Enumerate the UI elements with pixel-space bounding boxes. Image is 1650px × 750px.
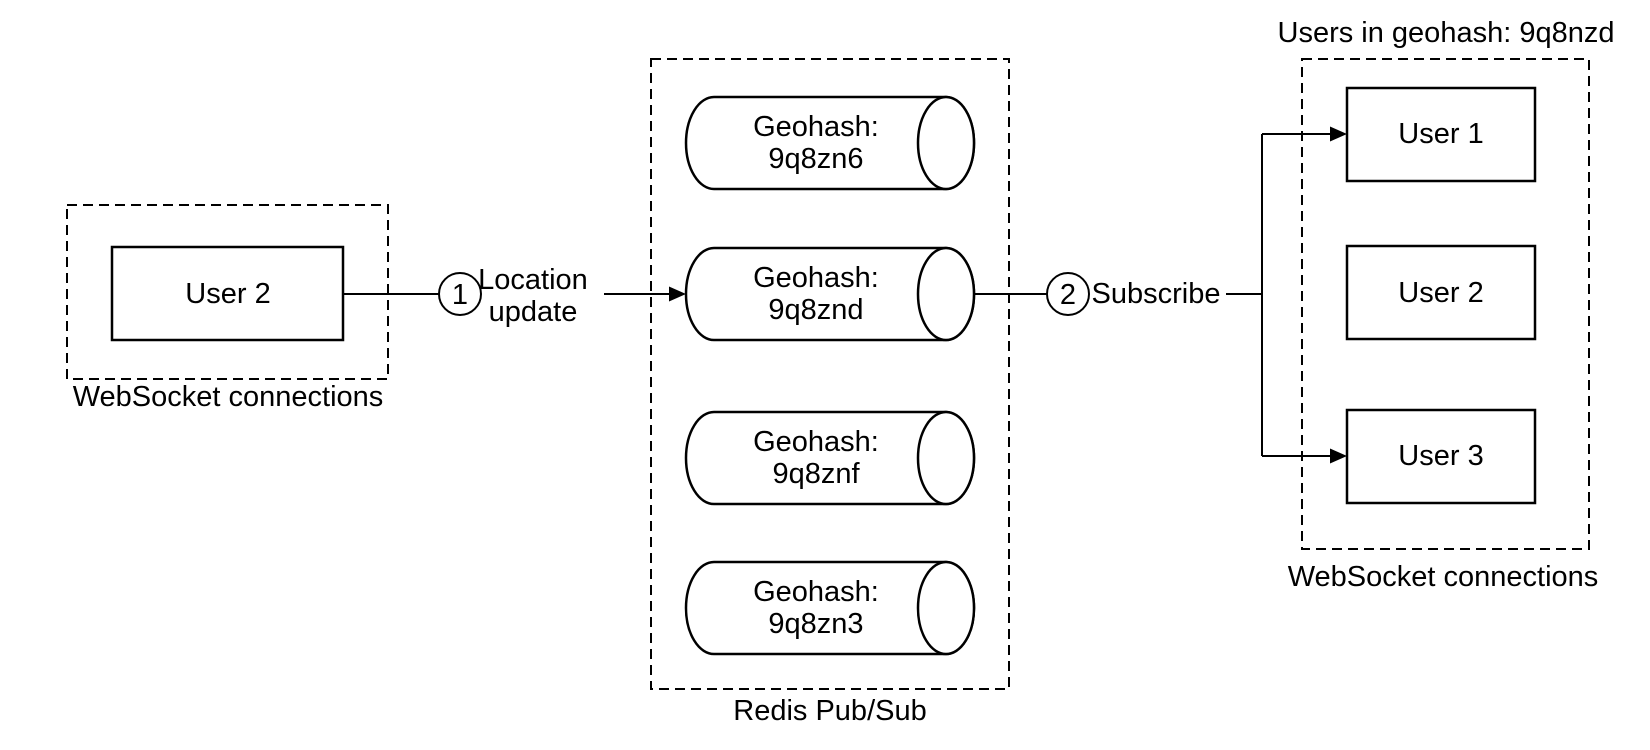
step1-label-line1: Location xyxy=(478,264,588,296)
redis-channel-3: Geohash: 9q8znf xyxy=(684,410,976,506)
cylinder-end-cap xyxy=(916,560,976,656)
cylinder-end-cap xyxy=(916,246,976,342)
right-user3-label: User 3 xyxy=(1398,440,1483,472)
step1-location-update-connector: 1 Location update xyxy=(343,264,686,328)
right-user3-box xyxy=(1345,408,1537,505)
step2-arrowhead-user3-icon xyxy=(1330,448,1347,464)
right-user1-box xyxy=(1345,86,1537,183)
right-websocket-container xyxy=(1301,58,1590,550)
channel-label-line2: 9q8zn3 xyxy=(768,608,863,640)
cylinder-end-cap xyxy=(916,410,976,506)
channel-label-line1: Geohash: xyxy=(753,576,879,608)
left-user2-label: User 2 xyxy=(185,278,270,310)
redis-channel-2: Geohash: 9q8znd xyxy=(684,246,976,342)
redis-channel-4: Geohash: 9q8zn3 xyxy=(684,560,976,656)
step1-label-line2: update xyxy=(489,296,578,328)
step2-badge-number: 2 xyxy=(1060,279,1076,311)
channel-label-line2: 9q8zn6 xyxy=(768,143,863,175)
redis-channel-1: Geohash: 9q8zn6 xyxy=(684,95,976,191)
step1-badge-circle xyxy=(438,272,482,316)
right-websocket-group: Users in geohash: 9q8nzd User 1 User 2 U… xyxy=(1278,17,1615,593)
channel-label-line2: 9q8znf xyxy=(772,458,860,490)
redis-pubsub-group: Geohash: 9q8zn6 Geohash: 9q8znd Geohash:… xyxy=(650,58,1010,727)
step2-subscribe-connector: 2 Subscribe xyxy=(974,126,1347,464)
step1-arrowhead-icon xyxy=(669,286,686,302)
right-user2-label: User 2 xyxy=(1398,277,1483,309)
step2-badge-circle xyxy=(1046,272,1090,316)
redis-pubsub-container xyxy=(650,58,1010,690)
step2-arrowhead-user1-icon xyxy=(1330,126,1347,142)
right-user2-box xyxy=(1345,244,1537,341)
step1-badge-number: 1 xyxy=(452,279,468,311)
channel-label-line1: Geohash: xyxy=(753,111,879,143)
right-websocket-caption: WebSocket connections xyxy=(1288,561,1599,593)
channel-label-line2: 9q8znd xyxy=(768,294,863,326)
cylinder-end-cap xyxy=(916,95,976,191)
left-websocket-caption: WebSocket connections xyxy=(73,381,384,413)
right-user1-label: User 1 xyxy=(1398,118,1483,150)
redis-pubsub-caption: Redis Pub/Sub xyxy=(733,695,926,727)
left-websocket-container xyxy=(66,204,389,380)
step2-label: Subscribe xyxy=(1092,278,1221,310)
left-websocket-group: User 2 WebSocket connections xyxy=(66,204,389,413)
right-group-title: Users in geohash: 9q8nzd xyxy=(1278,17,1615,49)
channel-label-line1: Geohash: xyxy=(753,426,879,458)
channel-label-line1: Geohash: xyxy=(753,262,879,294)
